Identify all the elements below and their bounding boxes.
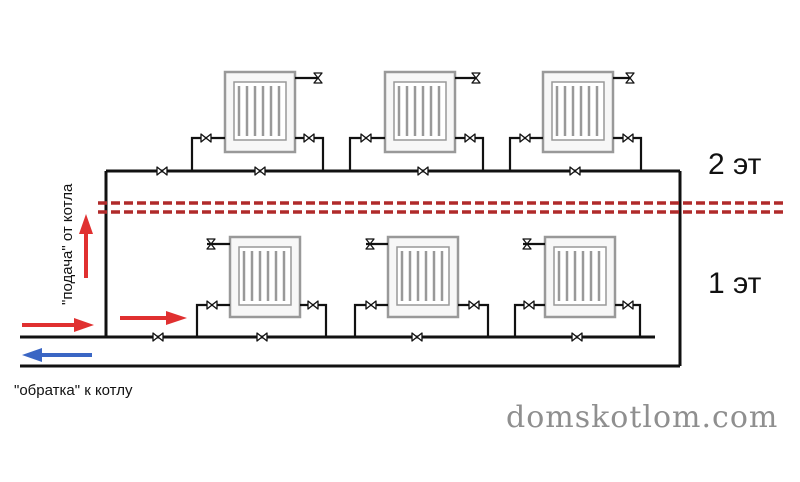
radiator-floor2-2 bbox=[348, 70, 485, 171]
supply-up-arrow bbox=[79, 214, 93, 278]
floor-1-label: 1 эт bbox=[708, 267, 762, 300]
watermark: domskotlom.com bbox=[506, 400, 778, 435]
supply-label: "подача" от котла bbox=[59, 183, 76, 305]
supply-direction-arrow bbox=[120, 311, 187, 325]
radiator-floor1-2 bbox=[353, 235, 490, 337]
floor-divider bbox=[98, 201, 785, 214]
radiator-floor1-1 bbox=[195, 235, 328, 337]
radiator-floor2-3 bbox=[508, 70, 643, 171]
return-label: "обратка" к котлу bbox=[14, 382, 133, 399]
supply-inlet-arrow bbox=[22, 318, 94, 332]
floor-2-label: 2 эт bbox=[708, 148, 762, 181]
radiator-floor1-3 bbox=[513, 235, 642, 337]
return-outlet-arrow bbox=[22, 348, 92, 362]
radiator-floor2-1 bbox=[190, 70, 325, 171]
main-pipes bbox=[20, 169, 682, 368]
